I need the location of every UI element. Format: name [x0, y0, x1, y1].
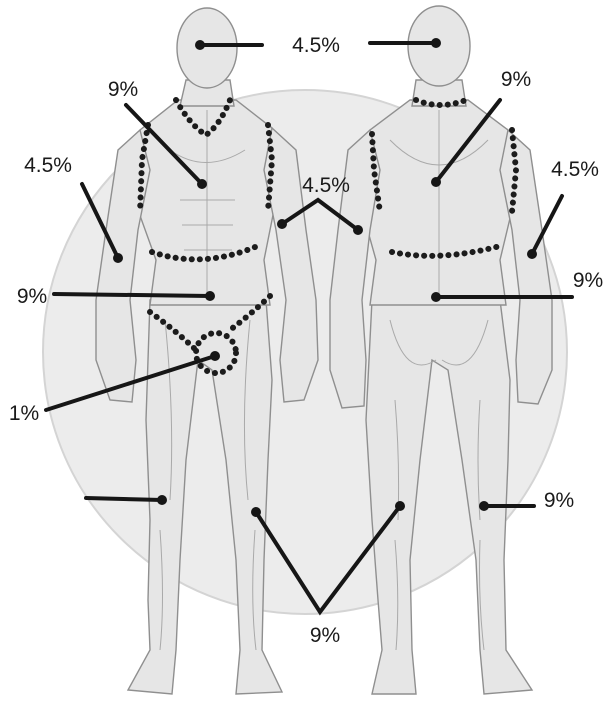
label-genitals: 1%	[9, 402, 39, 425]
label-arm-left-front: 4.5%	[24, 154, 72, 177]
label-head: 4.5%	[292, 34, 340, 57]
label-abdomen-front: 9%	[17, 285, 47, 308]
label-thigh-back: 9%	[544, 489, 574, 512]
pointer-thigh-front	[86, 498, 162, 500]
label-lower-back: 9%	[573, 269, 603, 292]
label-arms-inner: 4.5%	[302, 174, 350, 197]
pointer-abdomen-front	[54, 294, 210, 296]
label-lower-legs: 9%	[310, 624, 340, 647]
label-chest-front: 9%	[108, 78, 138, 101]
label-upper-back: 9%	[501, 68, 531, 91]
label-arm-right-back: 4.5%	[551, 158, 599, 181]
